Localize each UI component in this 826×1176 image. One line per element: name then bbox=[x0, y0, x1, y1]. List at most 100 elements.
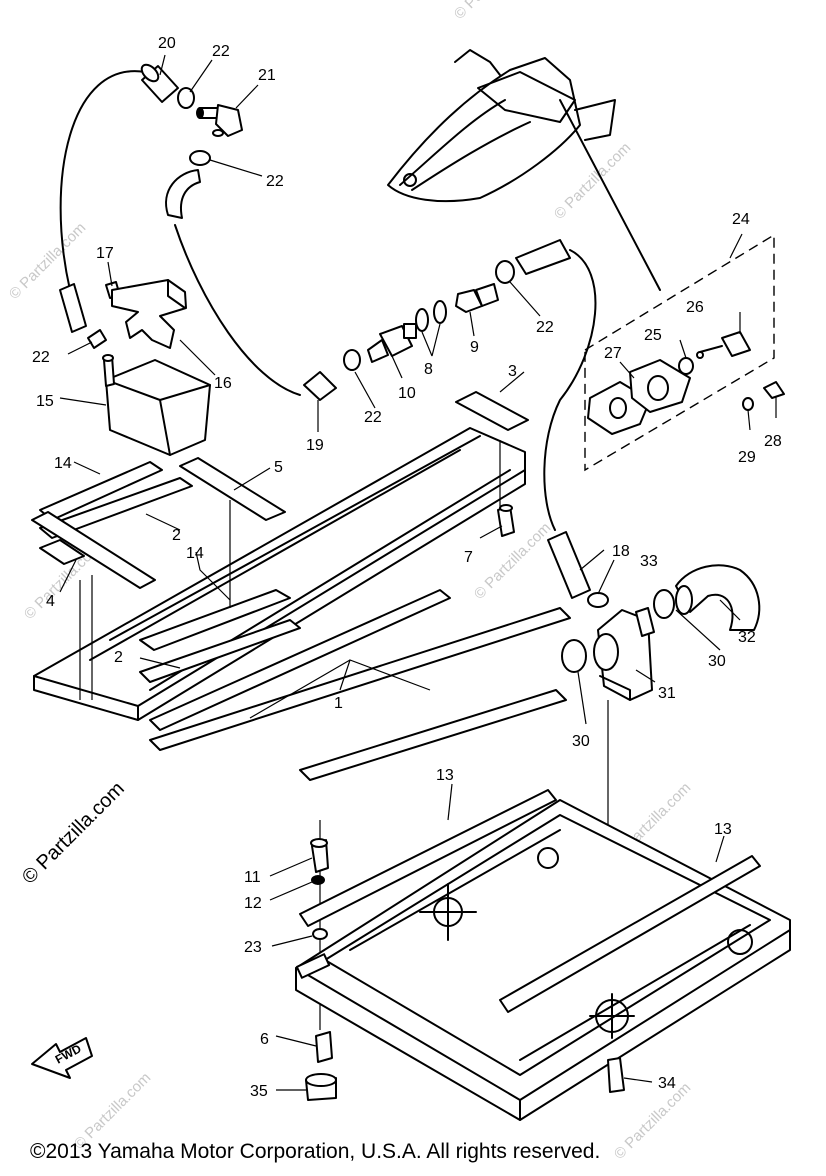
callout-label: 19 bbox=[306, 437, 324, 454]
valve-26 bbox=[696, 331, 751, 359]
callout-label: 26 bbox=[686, 299, 704, 316]
fitting-row bbox=[303, 239, 597, 531]
washer-29 bbox=[742, 397, 754, 411]
washer-8 bbox=[415, 308, 429, 332]
cap-35 bbox=[305, 1073, 337, 1101]
oring-25 bbox=[678, 357, 694, 375]
clamp-33 bbox=[587, 592, 609, 608]
callout-label: 1 bbox=[334, 695, 343, 712]
callout-label: 13 bbox=[714, 821, 732, 838]
screw-7 bbox=[497, 504, 515, 537]
clamp-30 bbox=[653, 589, 675, 619]
plate-5 bbox=[179, 457, 286, 521]
fasteners-bottom bbox=[305, 1031, 625, 1101]
callout-label: 11 bbox=[244, 869, 261, 886]
housing-27 bbox=[629, 359, 691, 413]
bracket-16 bbox=[111, 279, 187, 349]
callout-label: 6 bbox=[260, 1031, 269, 1048]
callout-label: 22 bbox=[32, 349, 50, 366]
watermark-text: © Partzilla.com bbox=[451, 0, 534, 23]
fwd-arrow-icon: FWD bbox=[31, 1037, 93, 1079]
callout-label: 18 bbox=[612, 543, 630, 560]
elbow-32 bbox=[675, 564, 761, 631]
callout-label: 14 bbox=[54, 455, 72, 472]
plate-4 bbox=[31, 511, 156, 589]
callout-label: 3 bbox=[508, 363, 517, 380]
fitting-10 bbox=[367, 323, 417, 363]
tank-assembly bbox=[102, 279, 211, 456]
callout-label: 7 bbox=[464, 549, 473, 566]
strap-13 bbox=[499, 855, 761, 1013]
callout-label: 28 bbox=[764, 433, 782, 450]
plate-2 bbox=[39, 477, 193, 539]
strap-13 bbox=[299, 789, 557, 927]
leader-lines bbox=[59, 54, 777, 1091]
hull-top-part bbox=[387, 49, 661, 291]
callout-label: 33 bbox=[640, 553, 658, 570]
callout-label: 23 bbox=[244, 939, 262, 956]
callout-label: 4 bbox=[46, 593, 55, 610]
outlet-assembly bbox=[547, 531, 761, 701]
callout-label: 2 bbox=[172, 527, 181, 544]
clamp-22 bbox=[495, 260, 515, 284]
callout-label: 2 bbox=[114, 649, 123, 666]
callout-label: 17 bbox=[96, 245, 114, 262]
callout-label: 31 bbox=[658, 685, 676, 702]
washer-12 bbox=[311, 875, 325, 885]
callout-label: 15 bbox=[36, 393, 54, 410]
callout-label: 13 bbox=[436, 767, 454, 784]
washer-23 bbox=[312, 928, 328, 940]
watermark-text: © Partzilla.com bbox=[551, 139, 634, 222]
fitting-31 bbox=[593, 607, 655, 701]
callout-label: 22 bbox=[536, 319, 554, 336]
hose-20 bbox=[140, 63, 179, 103]
hose-short bbox=[59, 283, 87, 333]
callout-label: 30 bbox=[572, 733, 590, 750]
hose-assembly bbox=[59, 63, 301, 396]
callout-label: 35 bbox=[250, 1083, 268, 1100]
clamp-30 bbox=[561, 639, 587, 673]
callout-label: 9 bbox=[470, 339, 479, 356]
callout-label: 34 bbox=[658, 1075, 676, 1092]
fitting-21 bbox=[196, 104, 243, 137]
clamp-22 bbox=[189, 150, 211, 166]
callout-label: 8 bbox=[424, 361, 433, 378]
plate-4b bbox=[39, 539, 85, 565]
callout-label: 30 bbox=[708, 653, 726, 670]
callout-label: 24 bbox=[732, 211, 750, 228]
callout-label: 22 bbox=[212, 43, 230, 60]
callout-label: 16 bbox=[214, 375, 232, 392]
screw-6 bbox=[315, 1031, 333, 1063]
hose-18 bbox=[547, 531, 591, 599]
callout-label: 12 bbox=[244, 895, 262, 912]
callout-label: 27 bbox=[604, 345, 622, 362]
callout-label: 5 bbox=[274, 459, 283, 476]
hose-19 bbox=[303, 371, 337, 401]
callout-label: 22 bbox=[364, 409, 382, 426]
watermark-main: © Partzilla.com bbox=[18, 778, 129, 889]
clamp-22 bbox=[177, 87, 195, 109]
callout-label: 21 bbox=[258, 67, 276, 84]
copyright-notice: ©2013 Yamaha Motor Corporation, U.S.A. A… bbox=[30, 1140, 601, 1163]
plates-left bbox=[31, 457, 286, 589]
callout-label: 29 bbox=[738, 449, 756, 466]
plate-3 bbox=[455, 391, 529, 431]
callout-label: 22 bbox=[266, 173, 284, 190]
clamp-22 bbox=[343, 349, 361, 371]
callout-labels: 20 22 21 22 17 22 15 16 19 22 10 8 9 22 … bbox=[32, 35, 782, 1100]
hull-bottom bbox=[295, 789, 791, 1121]
screw-34 bbox=[607, 1057, 625, 1093]
clamp-22 bbox=[87, 329, 107, 349]
callout-label: 25 bbox=[644, 327, 662, 344]
callout-label: 10 bbox=[398, 385, 416, 402]
callout-label: 32 bbox=[738, 629, 756, 646]
nut-9 bbox=[455, 283, 499, 313]
tank-15 bbox=[102, 354, 211, 456]
screw-28 bbox=[763, 381, 785, 399]
callout-label: 14 bbox=[186, 545, 204, 562]
kit-24 bbox=[584, 233, 785, 472]
hose-upper bbox=[515, 239, 571, 275]
fasteners-left bbox=[310, 838, 329, 940]
washer-8 bbox=[433, 300, 447, 324]
